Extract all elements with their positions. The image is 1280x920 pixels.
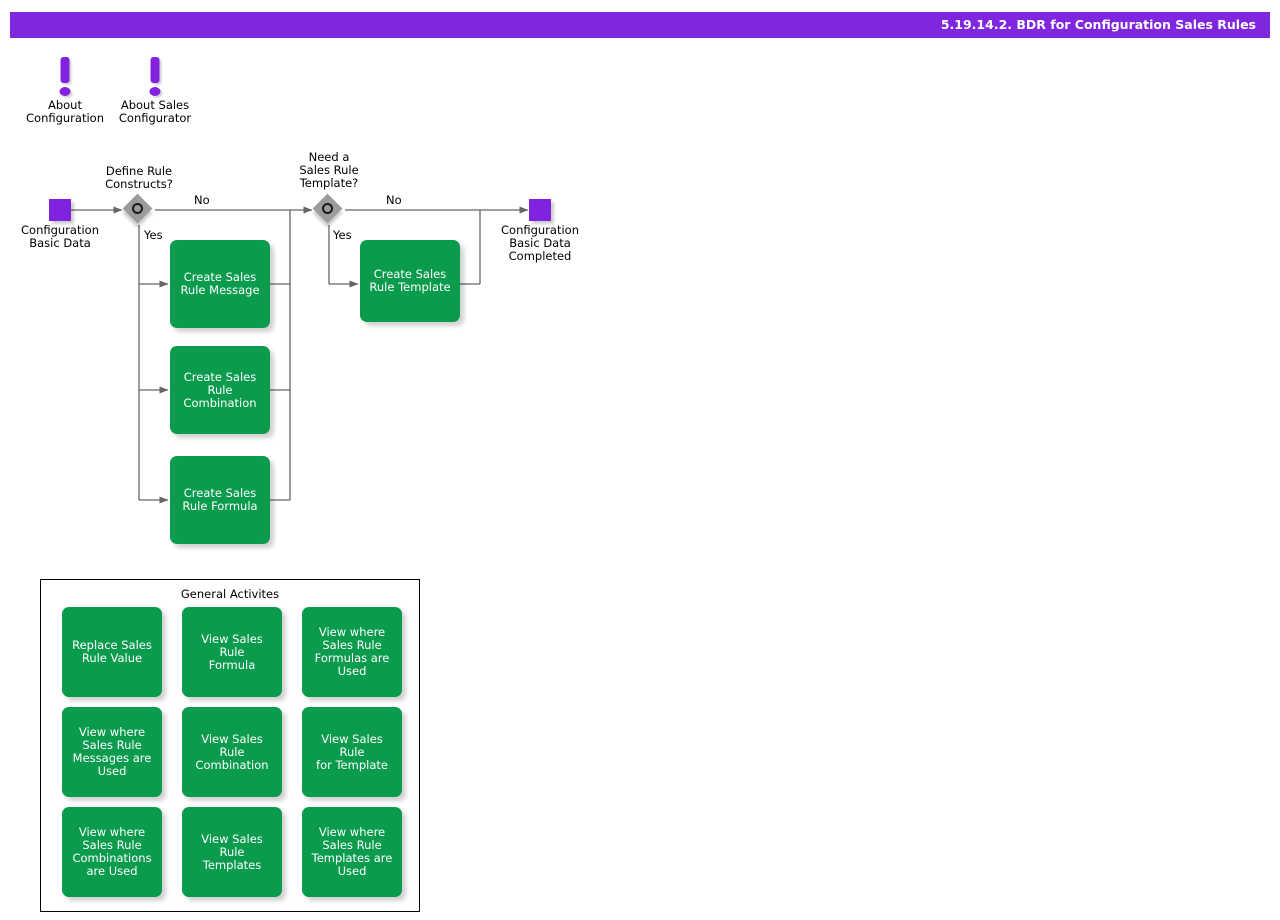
- start-event-label: Configuration Basic Data: [21, 223, 99, 250]
- general-activity-view-where-sales-rule-combinations-are-used[interactable]: View where Sales Rule Combinations are U…: [62, 807, 162, 897]
- exclamation-bar: [60, 57, 70, 83]
- general-activity-view-where-sales-rule-messages-are-used[interactable]: View where Sales Rule Messages are Used: [62, 707, 162, 797]
- exclamation-bar: [150, 57, 160, 83]
- general-activity-view-sales-rule-combination[interactable]: View Sales Rule Combination: [182, 707, 282, 797]
- note-about-configuration[interactable]: About Configuration: [20, 57, 110, 125]
- general-activities-title: General Activites: [180, 587, 280, 601]
- task-create-sales-rule-formula[interactable]: Create Sales Rule Formula: [170, 456, 270, 544]
- flow-label-yes-1: Yes: [144, 228, 163, 242]
- end-event[interactable]: [529, 199, 551, 221]
- exclamation-dot: [149, 87, 161, 96]
- task-create-sales-rule-template[interactable]: Create Sales Rule Template: [360, 240, 460, 322]
- note-label: About Configuration: [26, 98, 104, 125]
- general-activity-replace-sales-rule-value[interactable]: Replace Sales Rule Value: [62, 607, 162, 697]
- start-event[interactable]: [49, 199, 71, 221]
- inclusive-gateway-circle: [321, 202, 333, 214]
- general-activities-panel: General Activites Replace Sales Rule Val…: [40, 579, 420, 912]
- exclamation-dot: [59, 87, 71, 96]
- end-event-label: Configuration Basic Data Completed: [501, 223, 579, 263]
- general-activity-view-sales-rule-formula[interactable]: View Sales Rule Formula: [182, 607, 282, 697]
- title-bar: 5.19.14.2. BDR for Configuration Sales R…: [10, 12, 1270, 38]
- gateway-need-sales-rule-template[interactable]: [312, 193, 344, 225]
- exclamation-icon: [110, 57, 200, 99]
- task-create-sales-rule-combination[interactable]: Create Sales Rule Combination: [170, 346, 270, 434]
- flow-label-yes-2: Yes: [333, 228, 352, 242]
- flow-label-no-2: No: [386, 193, 402, 207]
- gateway-need-sales-rule-template-label: Need a Sales Rule Template?: [299, 150, 359, 190]
- general-activity-view-where-sales-rule-formulas-are-used[interactable]: View where Sales Rule Formulas are Used: [302, 607, 402, 697]
- exclamation-icon: [20, 57, 110, 99]
- gateway-define-rule-constructs[interactable]: [122, 193, 154, 225]
- general-activity-view-where-sales-rule-templates-are-used[interactable]: View where Sales Rule Templates are Used: [302, 807, 402, 897]
- flow-label-no-1: No: [194, 193, 210, 207]
- gateway-define-rule-constructs-label: Define Rule Constructs?: [105, 164, 173, 191]
- note-about-sales-configurator[interactable]: About Sales Configurator: [110, 57, 200, 125]
- task-create-sales-rule-message[interactable]: Create Sales Rule Message: [170, 240, 270, 328]
- note-label: About Sales Configurator: [118, 98, 192, 125]
- general-activity-view-sales-rule-for-template[interactable]: View Sales Rule for Template: [302, 707, 402, 797]
- page-title: 5.19.14.2. BDR for Configuration Sales R…: [940, 17, 1256, 32]
- general-activity-view-sales-rule-templates[interactable]: View Sales Rule Templates: [182, 807, 282, 897]
- inclusive-gateway-circle: [131, 202, 143, 214]
